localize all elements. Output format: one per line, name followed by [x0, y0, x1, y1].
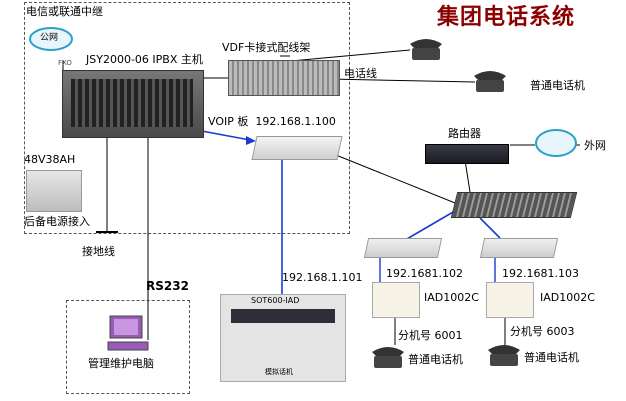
iad-box-2: [486, 282, 534, 318]
battery-box: [26, 170, 82, 212]
computer-icon: [106, 314, 150, 352]
iad-switch-1: [363, 238, 443, 258]
rs232-label: RS232: [146, 279, 189, 293]
voip-switch: [251, 136, 343, 160]
diagram-title: 集团电话系统: [437, 4, 576, 30]
phone-icon-bottom-1: [368, 342, 408, 370]
gateway-ip-label: 192.168.1.101: [282, 271, 363, 284]
pbx-room-border: [24, 2, 350, 234]
management-room-border: [66, 300, 190, 394]
phone2-label: 普通电话机: [524, 351, 579, 364]
battery-label: 48V38AH: [24, 153, 76, 166]
mgmt-pc-label: 管理维护电脑: [88, 357, 154, 370]
cloud-right-label: 外网: [584, 139, 606, 152]
phone-line-label: 电话线: [344, 67, 377, 80]
cloud-icon-left: 公网: [28, 26, 74, 52]
pbx-label: JSY2000-06 IPBX 主机: [86, 53, 203, 66]
iad2-label: IAD1002C: [540, 291, 595, 304]
cloud-icon-right: [534, 128, 578, 158]
ext2-label: 分机号 6003: [510, 325, 575, 338]
trunk-label: 电信或联通中继: [26, 5, 103, 18]
fxo-label: FXO: [58, 59, 72, 67]
gateway-model-label: SOT600-IAD: [251, 296, 300, 305]
vdf-label: VDF卡接式配线架: [222, 41, 311, 54]
iad-box-1: [372, 282, 420, 318]
backup-power-label: 后备电源接入: [24, 215, 90, 228]
iad1-label: IAD1002C: [424, 291, 479, 304]
iad1-ip-label: 192.1681.102: [386, 267, 463, 280]
iad-switch-2: [479, 238, 559, 258]
iad2-ip-label: 192.1681.103: [502, 267, 579, 280]
router-label: 路由器: [448, 127, 481, 140]
normal-phone-top-label: 普通电话机: [530, 79, 585, 92]
cloud-left-label: 公网: [40, 33, 59, 43]
analog-phone-label: 模拟话机: [265, 368, 293, 376]
voip-ip-text: 192.168.1.100: [255, 115, 336, 128]
voip-board-text: VOIP 板: [208, 115, 249, 128]
router-box: [425, 144, 509, 164]
main-switch: [450, 192, 578, 218]
ext1-label: 分机号 6001: [398, 329, 463, 342]
vdf-panel: [228, 60, 340, 96]
pbx-chassis: [62, 70, 204, 138]
phone-icon-top: [406, 34, 446, 62]
ground-label: 接地线: [82, 245, 115, 258]
phone1-label: 普通电话机: [408, 353, 463, 366]
phone-icon-bottom-2: [484, 340, 524, 368]
phone-icon-top-2: [470, 66, 510, 94]
voip-label: VOIP 板 192.168.1.100: [208, 116, 336, 127]
gateway-panel: SOT600-IAD 模拟话机: [220, 294, 346, 382]
